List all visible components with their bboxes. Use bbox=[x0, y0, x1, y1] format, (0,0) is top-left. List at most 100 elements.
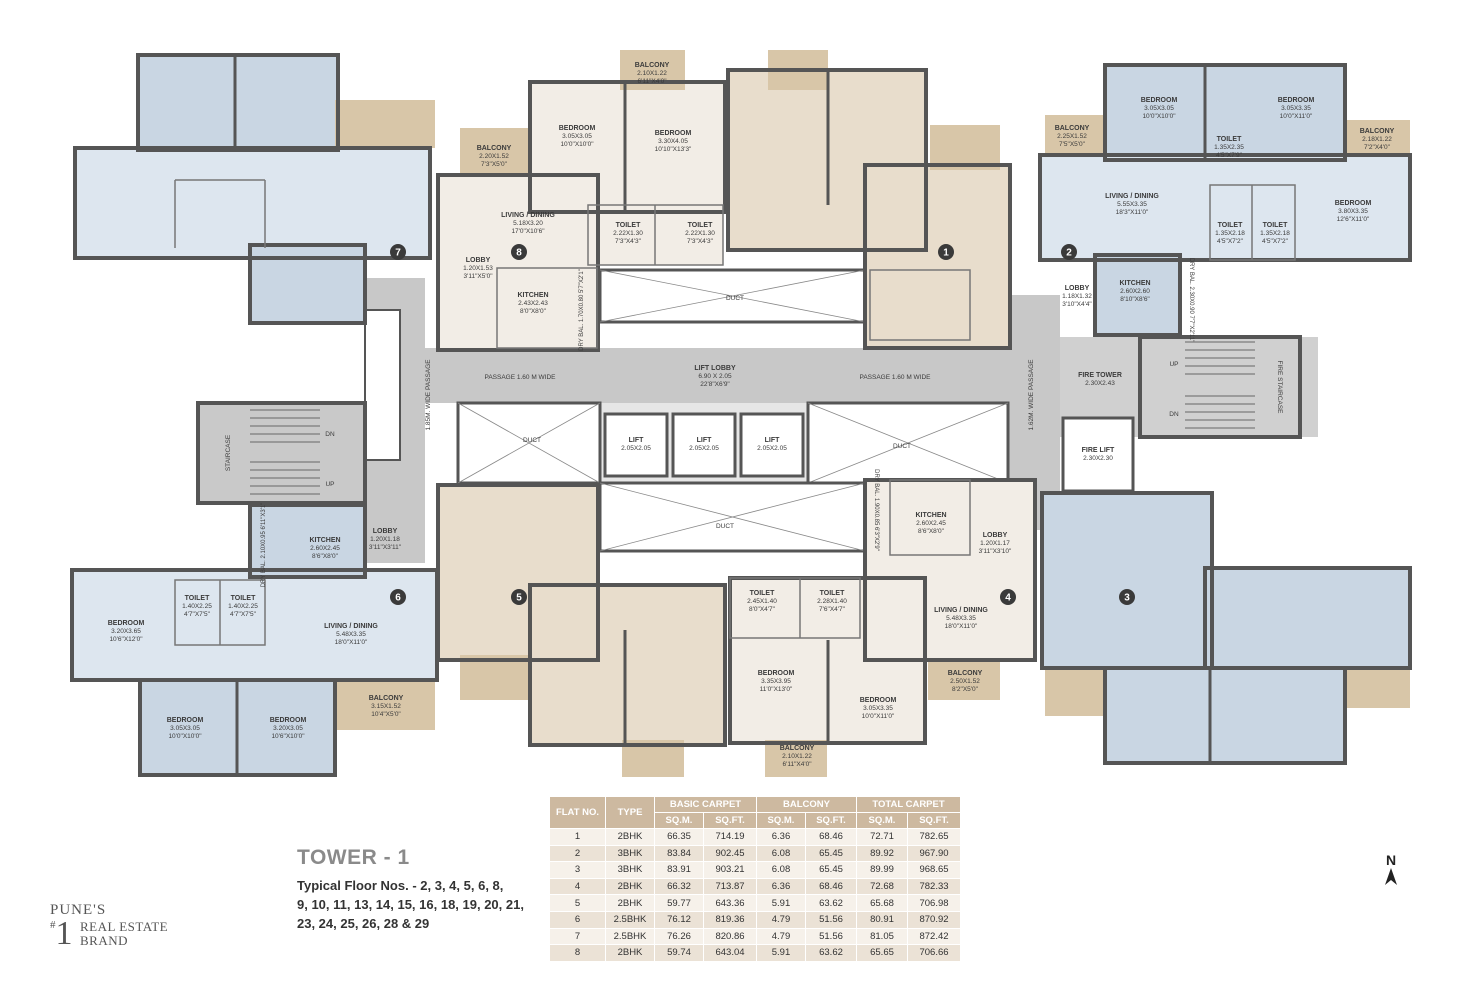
flat-number: 3 bbox=[1124, 593, 1130, 604]
table-cell: 2 bbox=[549, 844, 606, 863]
room-label-f4-lobby: LOBBY bbox=[983, 532, 1008, 539]
room-label-f2-bal2: BALCONY bbox=[1360, 128, 1395, 135]
room-label-f2-bal2: 2.18X1.22 bbox=[1362, 136, 1392, 143]
table-cell: 2.5BHK bbox=[605, 910, 655, 929]
room-label-f2-toilet1: TOILET bbox=[1217, 136, 1242, 143]
room-label-f2-bed1: 3.05X3.05 bbox=[1144, 105, 1174, 112]
room-label-f6-bal: 10'4"X5'0" bbox=[371, 711, 401, 718]
table-cell: 5.91 bbox=[756, 894, 806, 912]
table-cell: 76.26 bbox=[654, 927, 704, 946]
table-cell: 3BHK bbox=[605, 861, 655, 879]
room-label-f2-bed2: BEDROOM bbox=[1278, 97, 1315, 104]
flat-marker-circle bbox=[1061, 244, 1077, 260]
room-label-lift1: 2.05X2.05 bbox=[621, 445, 651, 452]
table-cell: 3BHK bbox=[605, 844, 655, 863]
room-label-fire-lift: FIRE LIFT bbox=[1082, 447, 1115, 454]
room-label-lift2: 2.05X2.05 bbox=[689, 445, 719, 452]
room-label-f4-bed2: BEDROOM bbox=[860, 697, 897, 704]
room-label-f2-bed3: 3.80X3.35 bbox=[1338, 208, 1368, 215]
table-cell: 6.08 bbox=[756, 844, 806, 863]
duct-label: DUCT bbox=[726, 295, 744, 302]
room-label-f8-lobby: 1.20X1.53 bbox=[463, 265, 493, 272]
room-label-f8-kitchen: 8'0"X8'0" bbox=[520, 308, 547, 315]
flat-3 bbox=[1040, 491, 1412, 765]
flat-5 bbox=[436, 483, 727, 777]
header-sqft: SQ.FT. bbox=[907, 812, 961, 829]
lifts bbox=[603, 412, 805, 478]
room-label-f6-toilet1: 1.40X2.25 bbox=[182, 603, 212, 610]
room-label-f2-toilet1: 1.35X2.35 bbox=[1214, 144, 1244, 151]
north-arrow: N bbox=[1382, 852, 1400, 889]
flat-number: 7 bbox=[395, 248, 401, 259]
room-label-f4-kitchen: 2.60X2.45 bbox=[916, 520, 946, 527]
room-label-f4-living: 18'0"X11'0" bbox=[945, 623, 978, 630]
room-label-f8-toilet1: 7'3"X4'3" bbox=[615, 238, 642, 245]
room-label-f6-bed3: 3.20X3.05 bbox=[273, 725, 303, 732]
room-label-f4-bed1: 11'0"X13'0" bbox=[760, 686, 793, 693]
room-label-lift3: LIFT bbox=[765, 437, 780, 444]
table-cell: 83.91 bbox=[654, 861, 704, 879]
room-label-f2-bed3: BEDROOM bbox=[1335, 200, 1372, 207]
room-label-f6-lobby: 3'11"X3'11" bbox=[369, 544, 402, 551]
room-label-f6-kitchen: 2.60X2.45 bbox=[310, 545, 340, 552]
table-cell: 782.65 bbox=[907, 828, 961, 846]
passage-label: 1.62M. WIDE PASSAGE bbox=[1028, 359, 1035, 431]
table-cell: 59.77 bbox=[654, 894, 704, 912]
room-label-f8-bal2: 7'3"X5'0" bbox=[481, 161, 508, 168]
flat-marker-circle bbox=[1000, 589, 1016, 605]
table-cell: 903.21 bbox=[703, 861, 757, 879]
table-cell: 65.45 bbox=[805, 844, 857, 863]
passage-label: PASSAGE 1.60 M WIDE bbox=[484, 374, 556, 381]
room-label-f6-living: 18'0"X11'0" bbox=[335, 639, 368, 646]
room-label-f6-bed3: 10'6"X10'0" bbox=[271, 733, 305, 740]
room-label-f6-living: 5.48X3.35 bbox=[336, 631, 366, 638]
flat-marker-circle bbox=[938, 244, 954, 260]
dn-label: DN bbox=[325, 431, 335, 438]
passage-label: PASSAGE 1.60 M WIDE bbox=[859, 374, 931, 381]
room-label-f4-bed1: BEDROOM bbox=[758, 670, 795, 677]
flat-6 bbox=[70, 503, 439, 777]
table-cell: 820.86 bbox=[703, 927, 757, 946]
room-label-f8-bal1: 6'11"X4'0" bbox=[637, 78, 667, 85]
table-cell: 66.35 bbox=[654, 828, 704, 846]
carpet-area-table: FLAT NO. TYPE BASIC CARPET BALCONY TOTAL… bbox=[549, 796, 961, 962]
room-label-f8-bed2: BEDROOM bbox=[655, 130, 692, 137]
header-balcony: BALCONY bbox=[756, 796, 857, 813]
room-label-f2-kitchen: 8'10"X8'6" bbox=[1120, 296, 1150, 303]
staircase-label: STAIRCASE bbox=[225, 434, 232, 471]
flat-number: 5 bbox=[516, 593, 522, 604]
room-label-f4-bal1: 8'2"X5'0" bbox=[952, 686, 979, 693]
room-label-f4-bal1: 2.50X1.52 bbox=[950, 678, 980, 685]
room-label-f6-kitchen: KITCHEN bbox=[309, 537, 340, 544]
room-label-f8-bed2: 3.30X4.05 bbox=[658, 138, 688, 145]
table-cell: 713.87 bbox=[703, 877, 757, 896]
room-label-f6-living: LIVING / DINING bbox=[324, 623, 378, 630]
table-cell: 714.19 bbox=[703, 828, 757, 846]
room-label-f4-toilet2: 2.28X1.40 bbox=[817, 598, 847, 605]
table-cell: 63.62 bbox=[805, 894, 857, 912]
flat-8 bbox=[436, 50, 727, 352]
room-label-f4-toilet1: 8'0"X4'7" bbox=[749, 606, 776, 613]
table-cell: 706.98 bbox=[907, 894, 961, 912]
fire-staircase-label: FIRE STAIRCASE bbox=[1276, 361, 1283, 415]
room-label-f8-bal2: BALCONY bbox=[477, 145, 512, 152]
table-cell: 819.36 bbox=[703, 910, 757, 929]
room-label-f6-bed1: 3.20X3.65 bbox=[111, 628, 141, 635]
room-label-f6-bed1: BEDROOM bbox=[108, 620, 145, 627]
table-cell: 66.32 bbox=[654, 877, 704, 896]
table-cell: 643.36 bbox=[703, 894, 757, 912]
table-cell: 6.36 bbox=[756, 877, 806, 896]
table-cell: 968.65 bbox=[907, 861, 961, 879]
room-label-f4-living: 5.48X3.35 bbox=[946, 615, 976, 622]
table-cell: 4.79 bbox=[756, 927, 806, 946]
tower-title: TOWER - 1 bbox=[297, 846, 410, 869]
room-label-f8-toilet1: TOILET bbox=[616, 222, 641, 229]
room-label-f4-bed1: 3.35X3.95 bbox=[761, 678, 791, 685]
room-label-f2-toilet3: 1.35X2.18 bbox=[1260, 230, 1290, 237]
